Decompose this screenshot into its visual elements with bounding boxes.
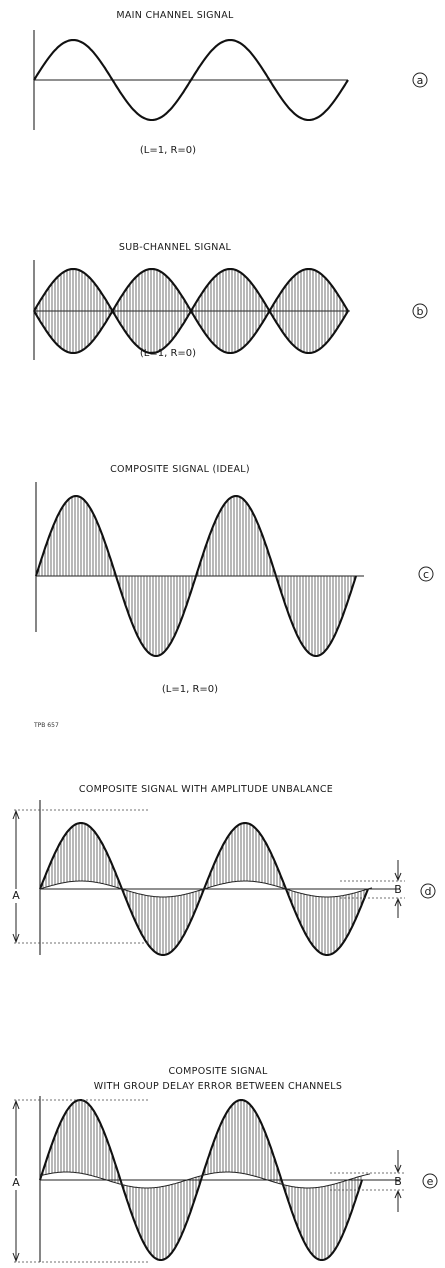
marker-b: b — [412, 303, 428, 319]
dimension-b-arrowhead-top — [394, 1164, 402, 1174]
marker-e-circle — [422, 1173, 438, 1189]
marker-b-circle — [412, 303, 428, 319]
marker-d: d — [420, 883, 436, 899]
panel-a: MAIN CHANNEL SIGNAL (L=1, R=0) a — [33, 10, 428, 156]
delay-residual-wave — [39, 1171, 371, 1189]
marker-e-label: e — [427, 1175, 434, 1188]
dimension-a-label-bg — [9, 889, 23, 903]
dimension-a-label: A — [12, 1176, 20, 1189]
dimension-a-arrowhead-bottom — [12, 1252, 20, 1263]
dimension-b-arrowhead-top — [394, 872, 402, 882]
figure-reference: TPB 657 — [33, 722, 59, 729]
composite-delay-wave — [38, 1098, 364, 1262]
panel-b-title: SUB-CHANNEL SIGNAL — [119, 242, 232, 253]
dimension-b-arrowhead-bottom — [394, 1189, 402, 1199]
main-channel-wave — [33, 38, 349, 122]
dimension-a-label-bg — [9, 1176, 23, 1190]
dimension-a-arrowhead-bottom — [12, 933, 20, 944]
marker-c-circle — [418, 566, 434, 582]
dimension-a-arrowhead-top — [12, 1099, 20, 1110]
panel-e-title-line2: WITH GROUP DELAY ERROR BETWEEN CHANNELS — [94, 1081, 342, 1092]
panel-c-title: COMPOSITE SIGNAL (IDEAL) — [110, 464, 250, 475]
panel-e-hatching — [42, 1100, 362, 1260]
marker-c: c — [418, 566, 434, 582]
dimension-b-arrowhead-bottom — [394, 897, 402, 907]
marker-a-label: a — [417, 74, 424, 87]
panel-e-title-line1: COMPOSITE SIGNAL — [168, 1066, 267, 1077]
marker-d-label: d — [425, 885, 432, 898]
dimension-a-arrowhead-top — [12, 809, 20, 820]
panel-b: SUB-CHANNEL SIGNAL (L=1, R=0) b — [33, 242, 428, 360]
panel-d-title: COMPOSITE SIGNAL WITH AMPLITUDE UNBALANC… — [79, 784, 333, 795]
sub-channel-lower-envelope — [33, 309, 349, 355]
panel-a-title: MAIN CHANNEL SIGNAL — [116, 10, 234, 21]
panel-b-note: (L=1, R=0) — [140, 348, 196, 359]
panel-c-note: (L=1, R=0) — [162, 684, 218, 695]
panel-a-note: (L=1, R=0) — [140, 145, 196, 156]
panel-d: COMPOSITE SIGNAL WITH AMPLITUDE UNBALANC… — [9, 784, 436, 957]
marker-c-label: c — [423, 568, 429, 581]
marker-d-circle — [420, 883, 436, 899]
panel-c-hatching — [38, 496, 355, 656]
dimension-b-label: B — [394, 1175, 402, 1188]
marker-e: e — [422, 1173, 438, 1189]
marker-b-label: b — [417, 305, 424, 318]
panel-e: COMPOSITE SIGNAL WITH GROUP DELAY ERROR … — [9, 1066, 438, 1263]
unbalance-residual-wave — [39, 880, 373, 898]
dimension-a-label: A — [12, 889, 20, 902]
panel-c: COMPOSITE SIGNAL (IDEAL) (L=1, R=0) c — [34, 464, 434, 695]
panel-b-hatching — [36, 269, 347, 353]
marker-a: a — [412, 72, 428, 88]
composite-ideal-wave — [34, 494, 358, 658]
dimension-b-label: B — [394, 883, 402, 896]
marker-a-circle — [412, 72, 428, 88]
